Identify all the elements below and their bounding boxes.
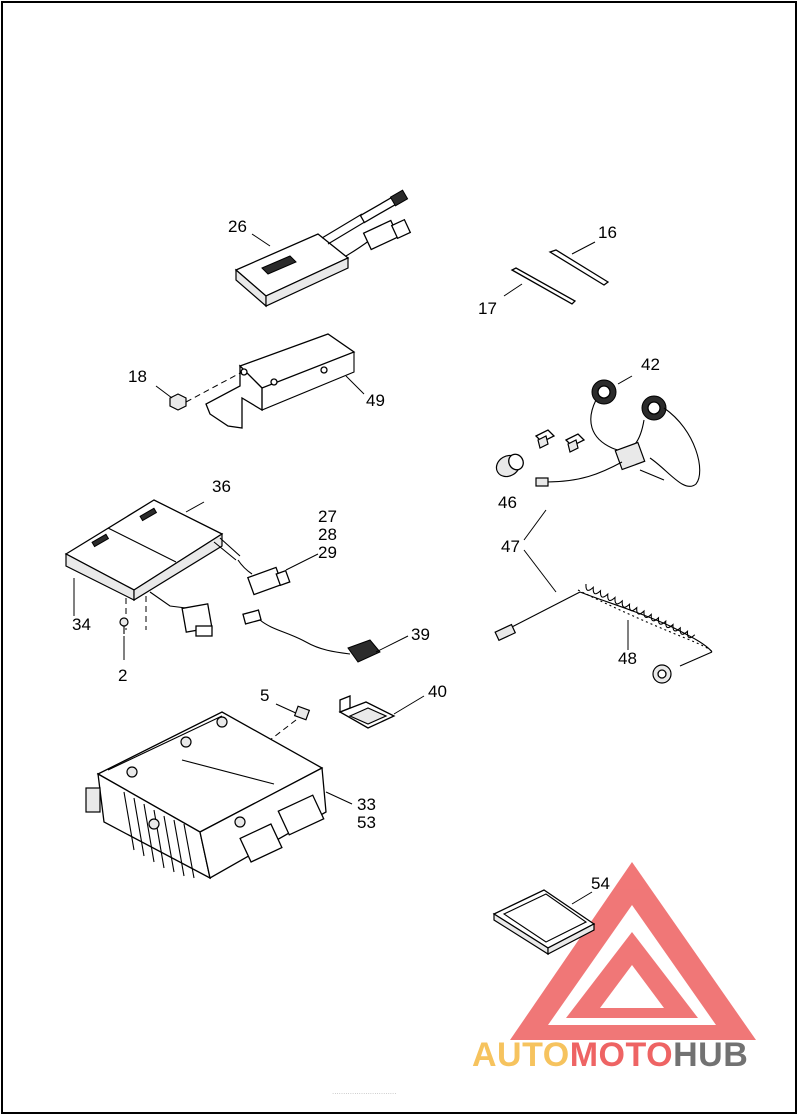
part-16-17-straps [503,241,610,305]
part-36-modules [64,499,319,660]
callout-16: 16 [598,223,617,242]
callout-49: 49 [366,391,385,410]
callout-33: 33 [357,795,376,814]
clips [534,429,586,453]
callout-40: 40 [428,682,447,701]
watermark-triangle-hole [600,965,664,1008]
callout-34: 34 [72,615,91,634]
callout-36: 36 [212,477,231,496]
part-49-bracket [155,333,365,429]
callout-47: 47 [501,537,520,556]
svg-text:AUTOMOTOHUB: AUTOMOTOHUB [472,1036,748,1074]
callout-54: 54 [591,874,610,893]
watermark-text-moto: MOTO [570,1036,673,1074]
callout-29: 29 [318,543,337,562]
part-42-headset [534,375,701,487]
callout-5: 5 [260,686,269,705]
part-5-screw [269,703,311,741]
callout-27: 27 [318,507,337,526]
part-33-main-unit [85,711,353,880]
part-39-antenna [242,609,409,663]
coil-loops [585,583,696,639]
callout-42: 42 [641,355,660,374]
watermark-text-hub: HUB [673,1036,748,1074]
callout-48: 48 [618,649,637,668]
footer-text: ............................. [332,1087,396,1096]
callout-39: 39 [411,625,430,644]
callout-26: 26 [228,217,247,236]
callout-46: 46 [498,493,517,512]
callout-28: 28 [318,525,337,544]
callout-2: 2 [118,666,127,685]
part-54-booklet [492,889,596,956]
part-26-module [234,189,412,308]
part-47-48-coil-cable [494,509,713,684]
callout-18: 18 [128,367,147,386]
callout-53: 53 [357,813,376,832]
watermark-text-auto: AUTO [472,1036,570,1074]
heatsink-fins [123,791,195,879]
watermark-logo [510,862,756,1040]
part-40-plate [338,695,425,729]
callout-17: 17 [478,299,497,318]
watermark-text: AUTOMOTOHUB [472,1036,748,1074]
part-46-cap [495,453,524,478]
callouts: 26 16 17 18 49 42 36 27 28 29 46 47 34 3… [72,217,660,893]
